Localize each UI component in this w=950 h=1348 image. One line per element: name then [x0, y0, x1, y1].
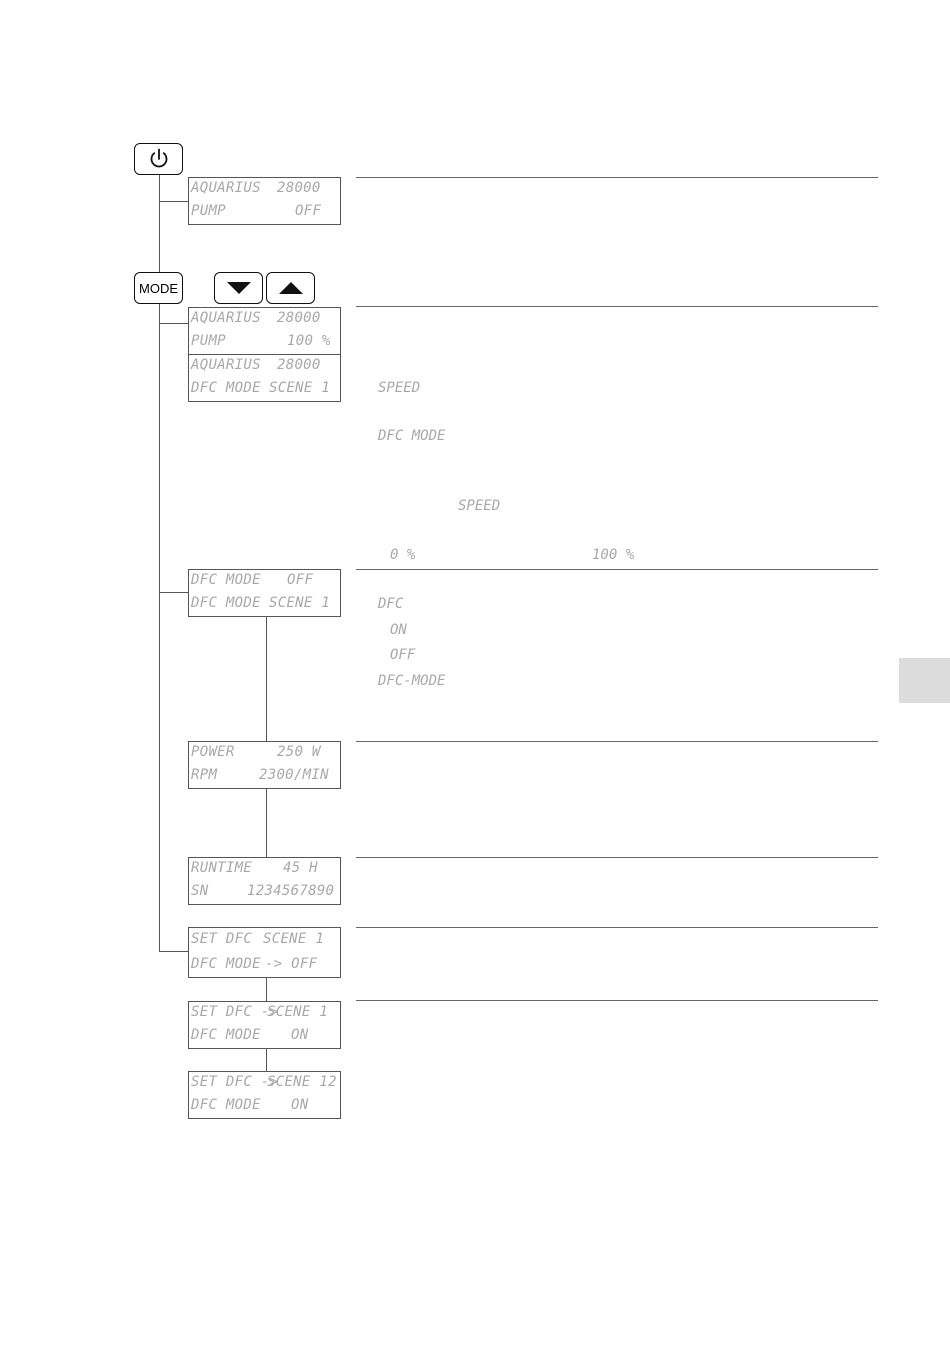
- label-dfc-mode-dash: DFC-MODE: [378, 673, 446, 689]
- lcd-text: SCENE 1: [267, 1004, 329, 1020]
- lcd-text: POWER: [191, 744, 235, 760]
- lcd-display-standby: AQUARIUS 28000 PUMP OFF: [188, 177, 341, 225]
- lcd-display-dfc-scene: AQUARIUS 28000 DFC MODE SCENE 1: [188, 354, 341, 402]
- connector-branch-1: [159, 201, 188, 202]
- lcd-text: AQUARIUS: [191, 180, 261, 196]
- lcd-text: ON: [291, 1097, 309, 1113]
- triangle-down-icon: [226, 282, 251, 294]
- lcd-text: 28000: [277, 180, 321, 196]
- lcd-text: 100 %: [287, 333, 331, 349]
- connector-sub-3: [266, 978, 267, 1001]
- lcd-text: OFF: [287, 572, 314, 588]
- lcd-text: DFC MODE: [191, 956, 261, 972]
- lcd-display-pump: AQUARIUS 28000 PUMP 100 %: [188, 307, 341, 355]
- section-divider: [356, 306, 878, 307]
- lcd-display-power: POWER 250 W RPM 2300/MIN: [188, 741, 341, 789]
- section-divider: [356, 569, 878, 570]
- section-divider: [356, 857, 878, 858]
- connector-branch-4: [159, 951, 188, 952]
- lcd-display-dfc-mode: DFC MODE OFF DFC MODE SCENE 1: [188, 569, 341, 617]
- lcd-text: DFC MODE: [191, 595, 261, 611]
- section-divider: [356, 177, 878, 178]
- connector-branch-2: [159, 323, 188, 324]
- label-speed: SPEED: [378, 380, 421, 396]
- mode-button[interactable]: MODE: [134, 272, 183, 304]
- connector-sub-2: [266, 789, 267, 857]
- label-off: OFF: [390, 647, 416, 663]
- lcd-text: RPM: [191, 767, 218, 783]
- lcd-text: PUMP: [191, 333, 226, 349]
- power-icon: [150, 148, 167, 168]
- label-percent-min: 0 %: [390, 547, 416, 563]
- connector-branch-3: [159, 592, 188, 593]
- lcd-text: PUMP: [191, 203, 226, 219]
- lcd-text: RUNTIME: [191, 860, 253, 876]
- lcd-text: 1234567890: [247, 883, 335, 899]
- connector-main-top: [159, 175, 160, 272]
- lcd-text: -> OFF: [265, 956, 318, 972]
- lcd-text: 2300/MIN: [259, 767, 329, 783]
- mode-button-label: MODE: [139, 280, 178, 296]
- lcd-text: SET DFC: [191, 931, 253, 947]
- lcd-text: 28000: [277, 310, 321, 326]
- up-button[interactable]: [266, 272, 315, 304]
- section-divider: [356, 741, 878, 742]
- lcd-text: DFC MODE: [191, 1027, 261, 1043]
- label-speed-2: SPEED: [458, 498, 501, 514]
- page-edge-tab: [899, 658, 950, 703]
- lcd-text: 28000: [277, 357, 321, 373]
- lcd-text: SET DFC ->: [191, 1074, 279, 1090]
- lcd-text: ON: [291, 1027, 309, 1043]
- lcd-display-set-dfc-scene12: SET DFC -> SCENE 12 DFC MODE ON: [188, 1071, 341, 1119]
- lcd-text: SCENE 12: [267, 1074, 337, 1090]
- lcd-text: 250 W: [277, 744, 321, 760]
- label-dfc: DFC: [378, 596, 404, 612]
- down-button[interactable]: [214, 272, 263, 304]
- section-divider: [356, 1000, 878, 1001]
- connector-sub-4: [266, 1048, 267, 1071]
- lcd-display-set-dfc-off: SET DFC SCENE 1 DFC MODE -> OFF: [188, 927, 341, 978]
- lcd-text: SCENE 1: [269, 595, 331, 611]
- lcd-text: 45 H: [283, 860, 318, 876]
- lcd-text: DFC MODE: [191, 572, 261, 588]
- label-on: ON: [390, 622, 407, 638]
- lcd-text: AQUARIUS: [191, 310, 261, 326]
- lcd-text: SCENE 1: [263, 931, 325, 947]
- connector-main: [159, 304, 160, 951]
- connector-sub-1: [266, 617, 267, 741]
- lcd-text: DFC MODE: [191, 1097, 261, 1113]
- lcd-text: OFF: [295, 203, 322, 219]
- power-button[interactable]: [134, 143, 183, 175]
- lcd-text: DFC MODE: [191, 380, 261, 396]
- lcd-text: AQUARIUS: [191, 357, 261, 373]
- lcd-display-runtime: RUNTIME 45 H SN 1234567890: [188, 857, 341, 905]
- lcd-text: SET DFC ->: [191, 1004, 279, 1020]
- label-dfc-mode: DFC MODE: [378, 428, 446, 444]
- lcd-display-set-dfc-scene1: SET DFC -> SCENE 1 DFC MODE ON: [188, 1001, 341, 1049]
- label-percent-max: 100 %: [592, 547, 635, 563]
- lcd-text: SN: [191, 883, 209, 899]
- section-divider: [356, 927, 878, 928]
- triangle-up-icon: [278, 282, 303, 294]
- lcd-text: SCENE 1: [269, 380, 331, 396]
